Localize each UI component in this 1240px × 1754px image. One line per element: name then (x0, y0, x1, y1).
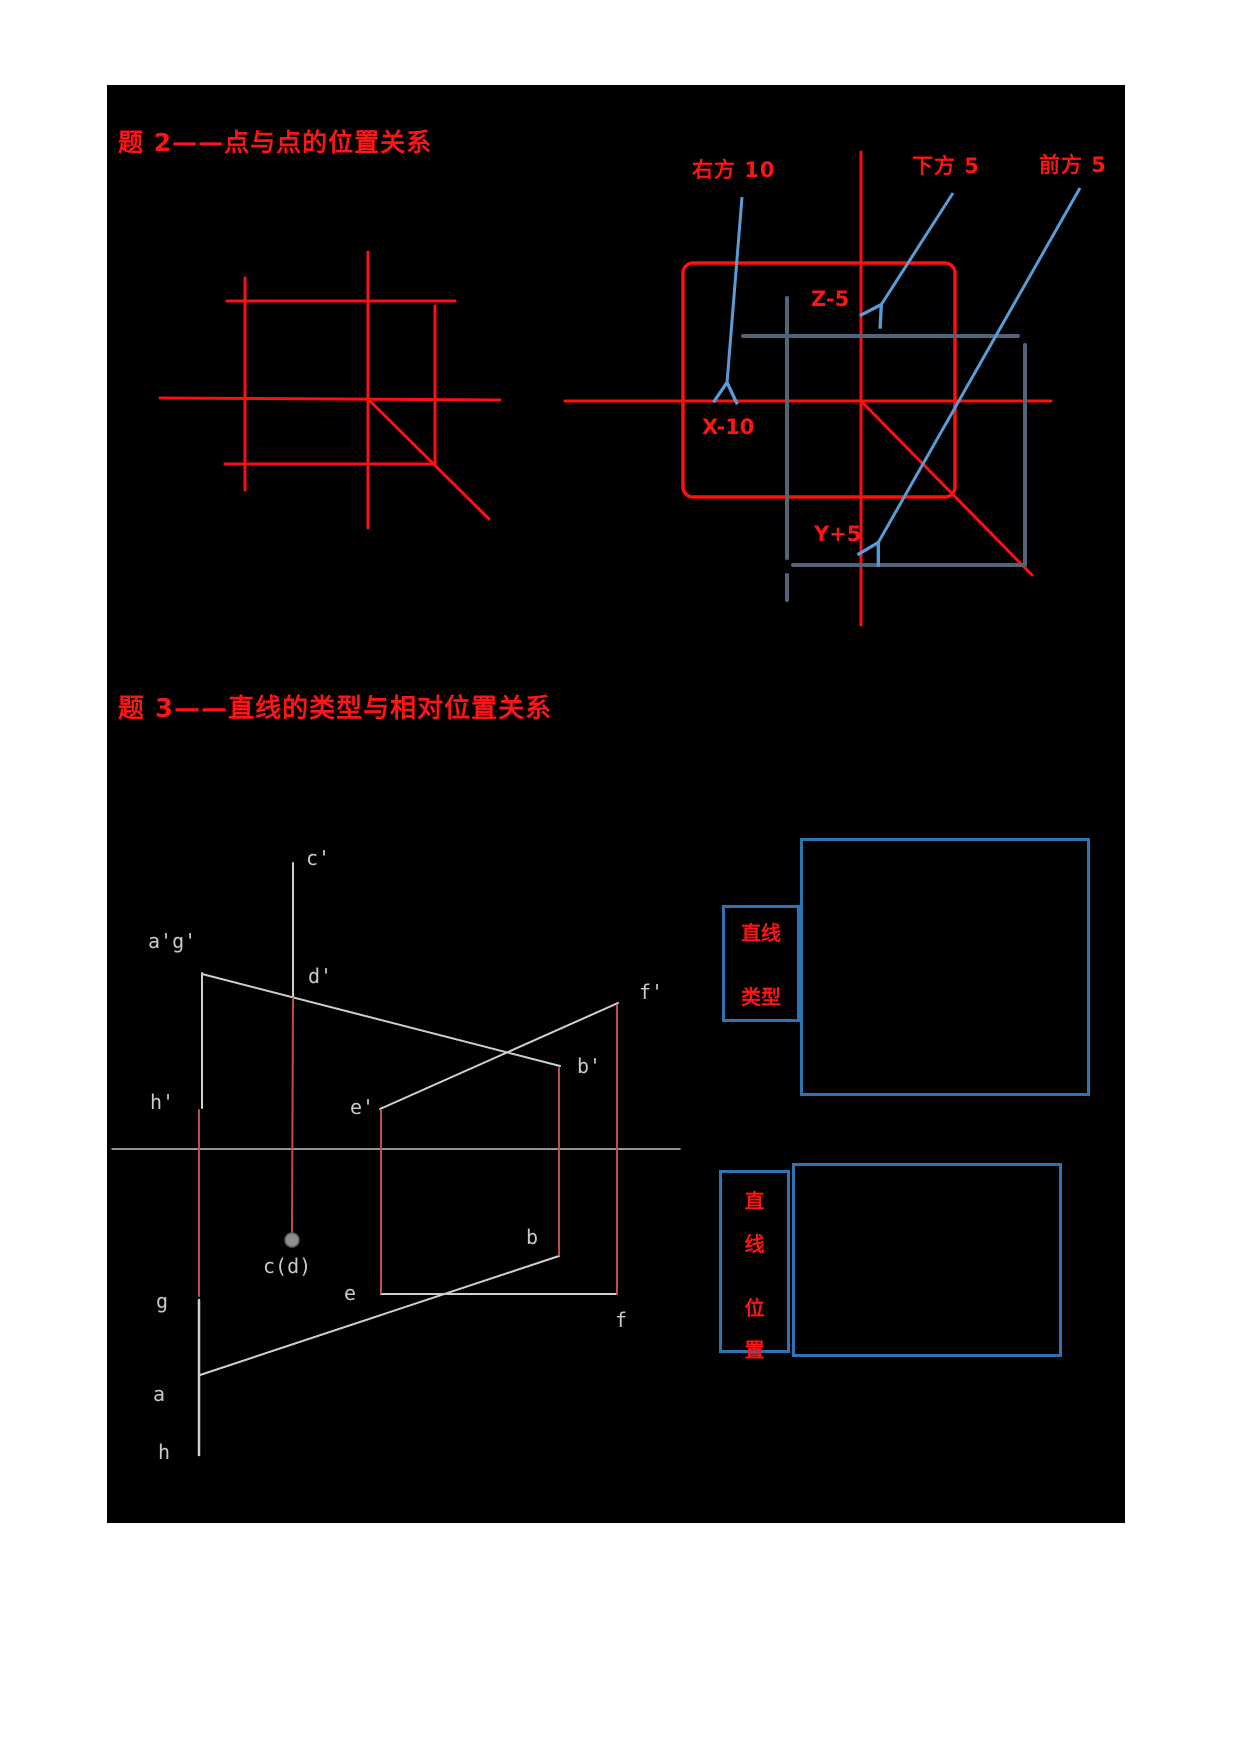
label-h-prime: h' (150, 1090, 175, 1114)
p3-line-eprime-fprime (379, 1002, 619, 1110)
line-type-text-2: 类型 (741, 985, 781, 1009)
coord-label-x: X-10 (702, 415, 755, 439)
annotation-right10: 右方 10 (692, 158, 776, 182)
annotation-front5: 前方 5 (1039, 153, 1107, 177)
label-c-prime: c' (306, 846, 331, 870)
line-type-text-1: 直线 (741, 921, 781, 945)
label-g: g (156, 1289, 169, 1313)
problem3-title: 题 3——直线的类型与相对位置关系 (118, 694, 553, 724)
coord-label-y: Y+5 (814, 522, 862, 546)
line-type-label-box: 直线 类型 (722, 905, 800, 1022)
arrow-right10 (712, 196, 744, 405)
label-b: b (526, 1225, 539, 1249)
annotation-below5: 下方 5 (912, 154, 980, 178)
problem2-title: 题 2——点与点的位置关系 (118, 128, 433, 157)
label-a: a (153, 1382, 166, 1406)
p2-left-horizontal-axis (158, 396, 502, 402)
arrow-front5 (856, 187, 1082, 567)
line-position-char-3: 位 (744, 1296, 765, 1320)
label-f: f (615, 1308, 628, 1332)
label-d-prime: d' (308, 964, 333, 988)
line-type-answer-box[interactable] (800, 838, 1090, 1096)
p2-right-diagonal-line (860, 400, 1034, 577)
p3-line-aprime-bprime (201, 973, 561, 1067)
label-e: e (344, 1281, 357, 1305)
p3-line-a-b (199, 1255, 560, 1376)
label-e-prime: e' (350, 1095, 375, 1119)
p3-point-cd-dot (284, 1232, 300, 1248)
p3-connector-dprime-cd (291, 997, 294, 1234)
line-position-char-4: 置 (744, 1338, 765, 1362)
line-position-answer-box[interactable] (792, 1163, 1062, 1357)
p2-right-red-rectangle (681, 261, 957, 499)
p2-left-diagonal-line (367, 398, 491, 521)
label-b-prime: b' (577, 1054, 602, 1078)
label-f-prime: f' (639, 980, 664, 1004)
line-position-label-box: 直 线 位 置 (719, 1170, 790, 1362)
line-position-char-2: 线 (744, 1232, 765, 1256)
line-position-char-1: 直 (744, 1189, 765, 1213)
label-ag-prime: a'g' (148, 929, 197, 953)
label-cd: c(d) (263, 1254, 312, 1278)
arrow-below5 (859, 192, 955, 329)
label-h: h (158, 1440, 171, 1464)
coord-label-z: Z-5 (811, 287, 850, 311)
